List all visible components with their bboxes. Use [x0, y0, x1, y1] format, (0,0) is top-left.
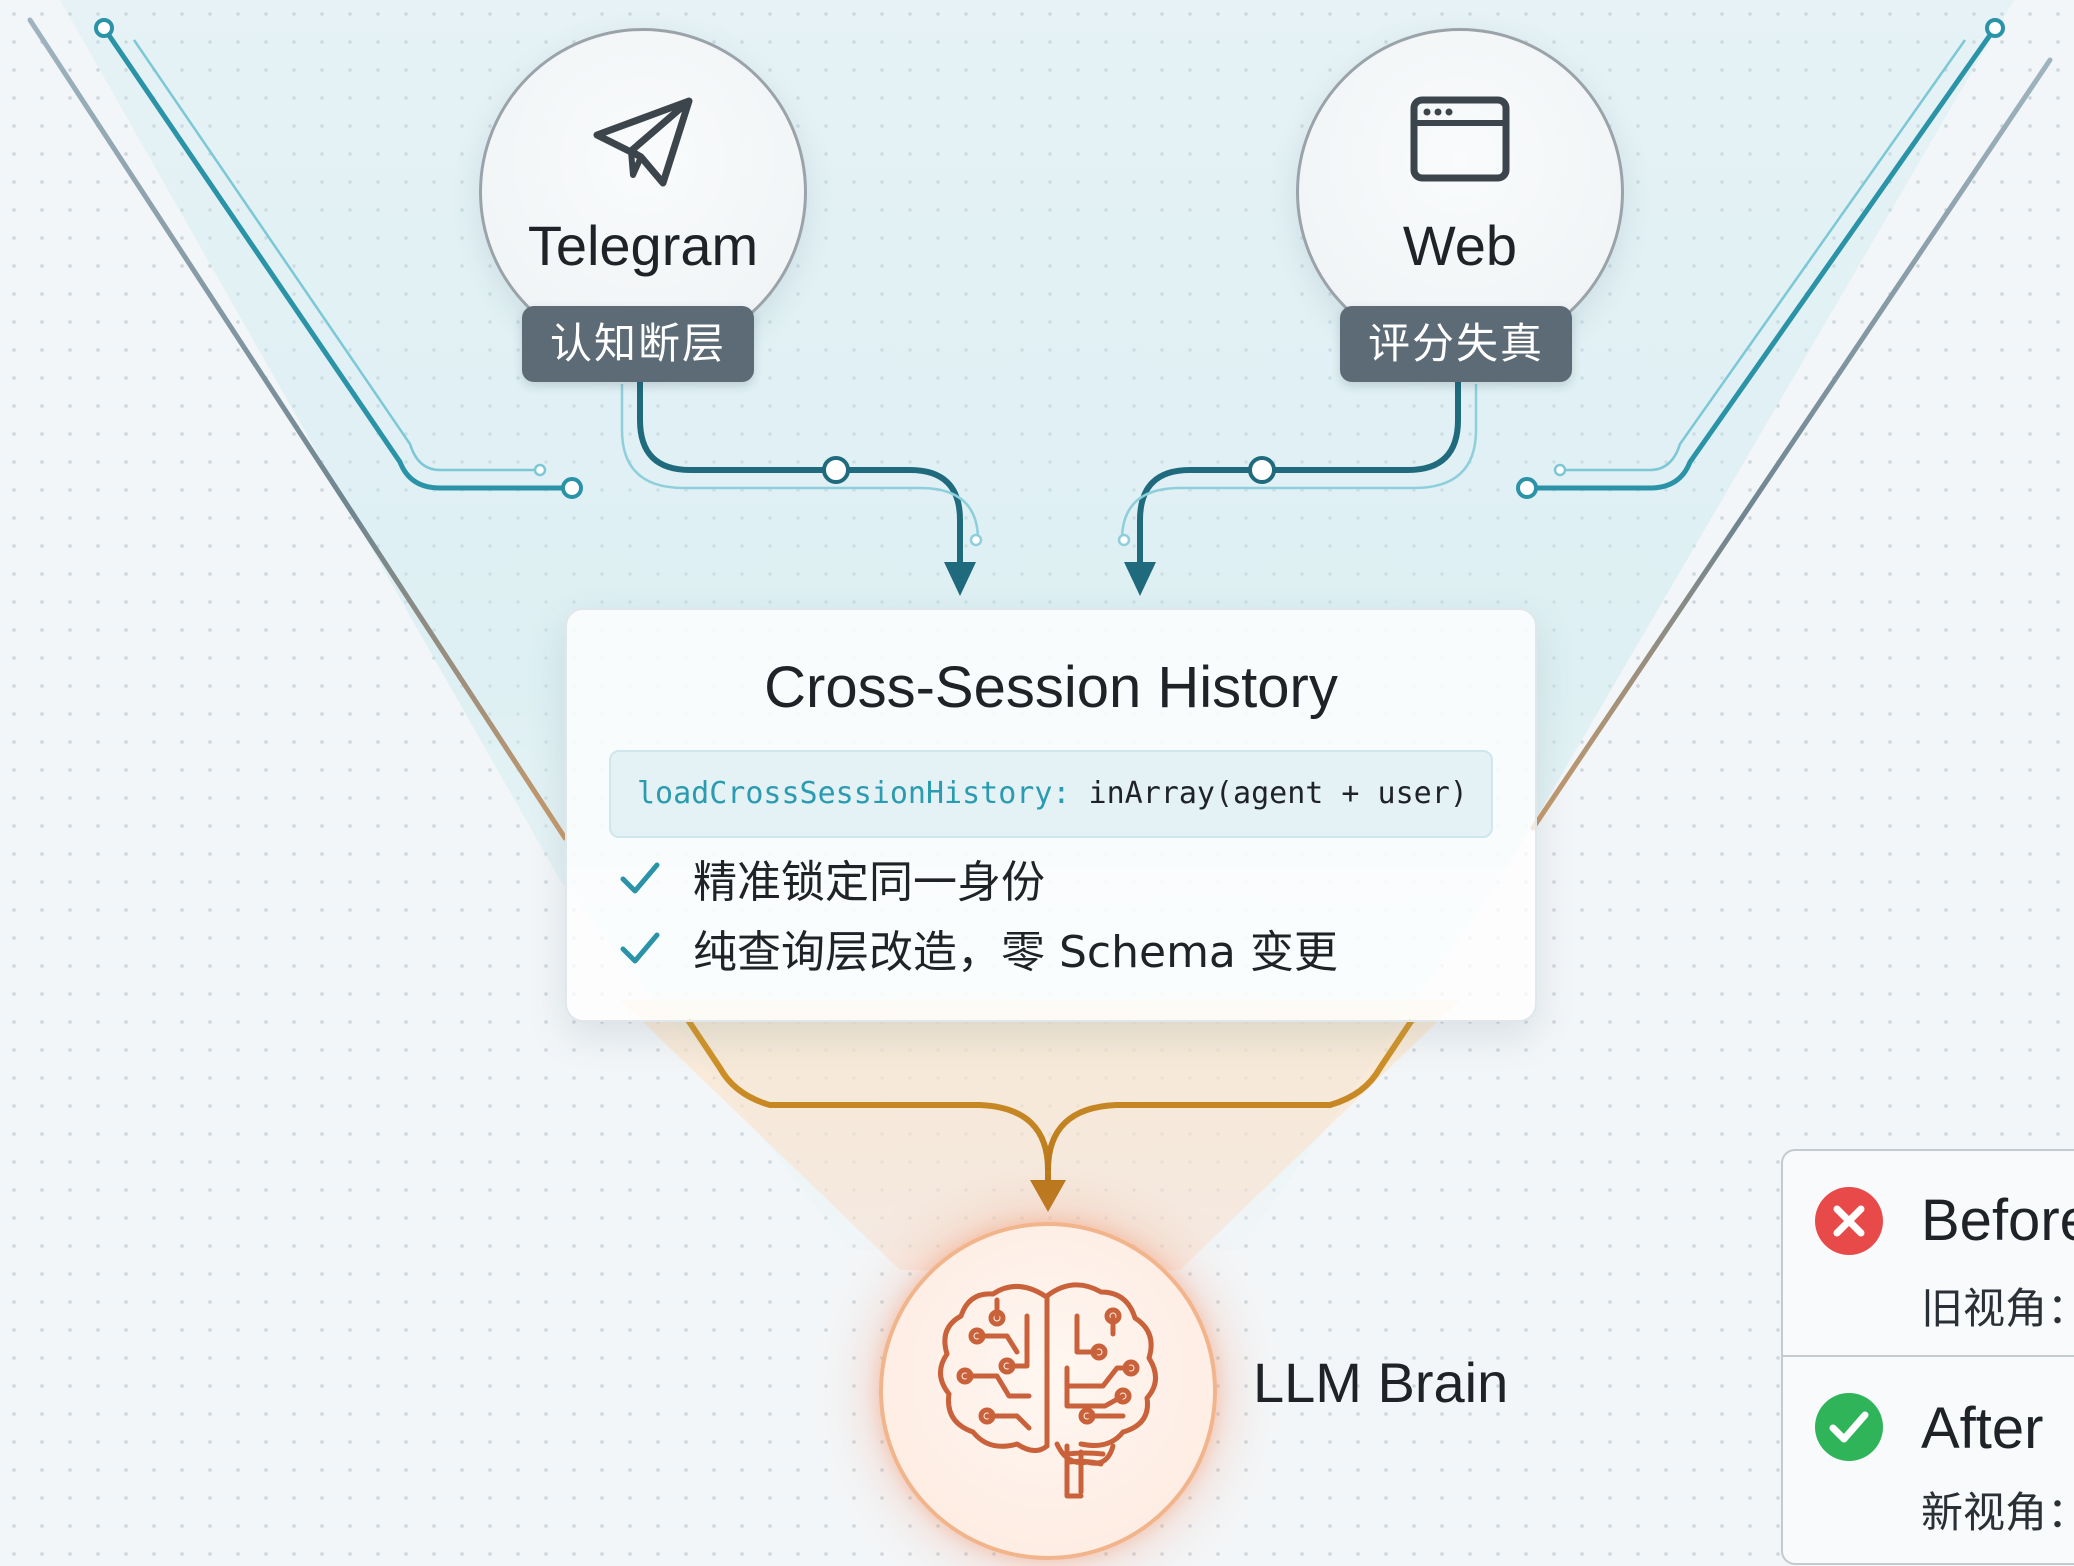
after-title: After: [1921, 1396, 2044, 1461]
amber-merge-left: [685, 1018, 1051, 1180]
left-circuit-thin-end: [533, 463, 547, 477]
web-issue-tag: 评分失真: [1340, 306, 1573, 382]
before-subtitle: 旧视角：: [1921, 1284, 2074, 1333]
paper-plane-icon: [593, 97, 693, 187]
code-arguments: inArray(agent + user): [1070, 776, 1468, 811]
right-circuit-line-thin: [1560, 39, 1967, 472]
cross-session-history-card: Cross-Session History loadCrossSessionHi…: [565, 608, 1537, 1022]
web-connector: [1137, 380, 1461, 562]
llm-brain-node[interactable]: [879, 1222, 1217, 1560]
success-check-icon: [1815, 1393, 1883, 1461]
check-item-text: 精准锁定同一身份: [693, 857, 1045, 908]
before-title: Before: [1921, 1188, 2074, 1253]
panel-divider: [1783, 1355, 2074, 1357]
error-x-icon: [1815, 1187, 1883, 1255]
check-item-text: 纯查询层改造，零 Schema 变更: [693, 927, 1338, 978]
left-circuit-end: [561, 477, 583, 499]
history-card-title: Cross-Session History: [764, 655, 1338, 720]
brain-arrowhead: [1030, 1180, 1066, 1212]
telegram-connector-glow: [620, 384, 980, 541]
telegram-label: Telegram: [527, 214, 759, 277]
telegram-connector: [637, 380, 963, 562]
brain-circuit-icon: [938, 1282, 1158, 1499]
right-circuit-line: [1527, 26, 1998, 491]
telegram-node[interactable]: Telegram: [479, 28, 807, 356]
amber-merge-right: [1045, 1018, 1415, 1171]
right-circuit-end: [1516, 477, 1538, 499]
web-node[interactable]: Web: [1296, 28, 1624, 356]
left-circuit-line-thin: [132, 39, 540, 472]
code-snippet: loadCrossSessionHistory: inArray(agent +…: [609, 750, 1493, 838]
web-connector-glow: [1120, 384, 1478, 541]
web-connector-node: [1248, 456, 1276, 484]
telegram-connector-node: [822, 456, 850, 484]
web-label: Web: [1402, 214, 1518, 277]
telegram-issue-tag: 认知断层: [522, 306, 755, 382]
llm-brain-label: LLM Brain: [1253, 1351, 1509, 1414]
check-item: 纯查询层改造，零 Schema 变更: [617, 918, 1338, 978]
right-circuit-thin-end: [1553, 463, 1567, 477]
browser-window-icon: [1410, 96, 1510, 182]
check-item: 精准锁定同一身份: [617, 848, 1045, 908]
right-outer-rail: [1530, 57, 2053, 831]
right-circuit-dot: [1985, 18, 2005, 38]
telegram-arrowhead: [944, 562, 976, 596]
code-function-name: loadCrossSessionHistory:: [637, 776, 1071, 811]
web-connector-tip: [1117, 533, 1131, 547]
left-outer-rail: [27, 17, 568, 841]
before-after-panel: Before 旧视角： After 新视角：: [1781, 1149, 2074, 1565]
telegram-connector-tip: [969, 533, 983, 547]
checkmark-icon: [620, 862, 660, 894]
after-subtitle: 新视角：: [1921, 1488, 2074, 1537]
web-arrowhead: [1124, 562, 1156, 596]
left-circuit-line: [101, 26, 572, 491]
checkmark-icon: [620, 932, 660, 964]
left-circuit-dot: [94, 18, 114, 38]
